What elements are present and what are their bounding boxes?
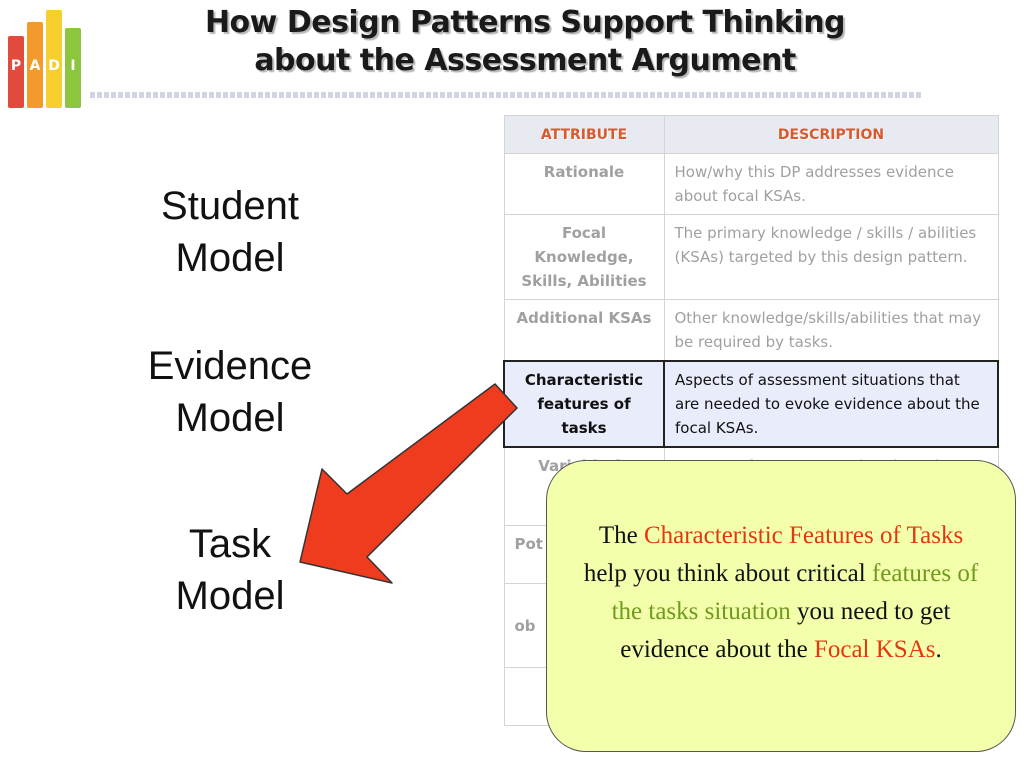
callout-highlight-focal-ksas: Focal KSAs: [813, 636, 936, 663]
row-attribute: Characteristic features of tasks: [503, 360, 665, 448]
row-description: The primary knowledge / skills / abiliti…: [663, 214, 999, 300]
row-attribute: Additional KSAs: [503, 299, 665, 362]
callout-text-4: .: [935, 636, 942, 663]
logo-bar-d: D: [46, 10, 62, 108]
callout-highlight-characteristic-features: Characteristic Features of Tasks: [643, 522, 964, 549]
callout-text-3: you need to get evidence about the: [620, 598, 951, 663]
title-line-1: How Design Patterns Support Thinking: [204, 5, 846, 40]
row-attribute: Focal Knowledge, Skills, Abilities: [503, 214, 665, 300]
table-row: Rationale How/why this DP addresses evid…: [503, 153, 999, 215]
row-description: Aspects of assessment situations that ar…: [663, 360, 999, 448]
padi-logo: P A D I: [8, 8, 86, 108]
evidence-model-label: Evidence Model: [147, 344, 313, 440]
row-description: How/why this DP addresses evidence about…: [663, 153, 999, 215]
logo-bar-p: P: [8, 36, 24, 108]
logo-bar-a: A: [27, 22, 43, 108]
student-model-label: Student Model: [161, 184, 299, 280]
row-description: Other knowledge/skills/abilities that ma…: [663, 299, 999, 362]
callout-text-1: The: [598, 522, 644, 549]
table-row: Focal Knowledge, Skills, Abilities The p…: [503, 214, 999, 300]
callout-highlight-task-features: features of the tasks situation: [611, 560, 979, 625]
title-divider: [90, 92, 922, 98]
slide-title: How Design Patterns Support Thinking abo…: [130, 4, 920, 80]
header-description: DESCRIPTION: [663, 115, 999, 154]
title-line-2: about the Assessment Argument: [254, 43, 796, 78]
callout-text-2: help you think about critical: [583, 560, 872, 587]
callout-box: The Characteristic Features of Tasks hel…: [546, 460, 1016, 752]
logo-bar-i: I: [65, 28, 81, 108]
table-row: Additional KSAs Other knowledge/skills/a…: [503, 299, 999, 362]
header-attribute: ATTRIBUTE: [503, 115, 665, 154]
row-attribute: Rationale: [503, 153, 665, 215]
table-row-highlighted: Characteristic features of tasks Aspects…: [503, 360, 999, 448]
task-model-label: Task Model: [175, 522, 285, 618]
table-header-row: ATTRIBUTE DESCRIPTION: [503, 115, 999, 154]
